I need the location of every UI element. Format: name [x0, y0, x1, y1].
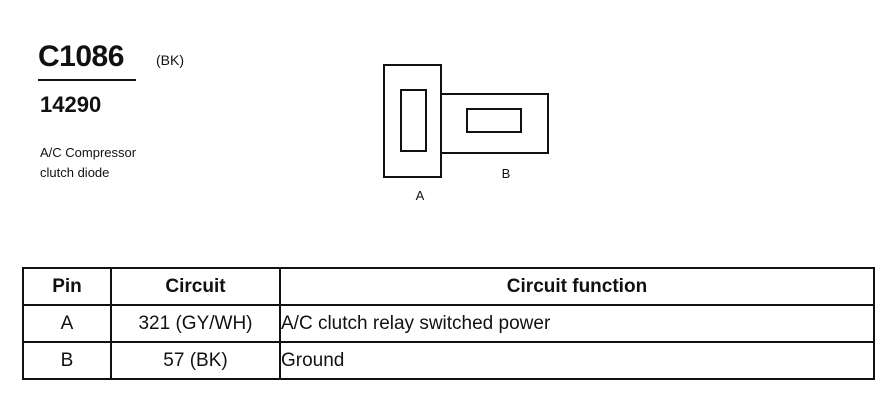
- row-circuit-function: A/C clutch relay switched power: [279, 304, 875, 343]
- part-number: 14290: [40, 92, 102, 117]
- description-line-1: A/C Compressor: [40, 145, 137, 160]
- description-line-2: clutch diode: [40, 165, 110, 180]
- row-circuit: 57 (BK): [110, 341, 281, 380]
- terminal-a-slot: [400, 89, 427, 152]
- row-circuit: 321 (GY/WH): [110, 304, 281, 343]
- header-circuit: Circuit: [110, 267, 281, 306]
- header-pin: Pin: [22, 267, 112, 306]
- table-row: A 321 (GY/WH) A/C clutch relay switched …: [22, 304, 875, 343]
- table-header-row: Pin Circuit Circuit function: [22, 267, 875, 306]
- terminal-b-slot: [466, 108, 522, 133]
- header-circuit-function: Circuit function: [279, 267, 875, 306]
- terminal-a-housing: [383, 64, 442, 178]
- row-circuit-function: Ground: [279, 341, 875, 380]
- row-pin: B: [22, 341, 112, 380]
- connector-id: C1086: [38, 40, 124, 73]
- pin-b-label: B: [502, 166, 511, 181]
- circuit-table: Pin Circuit Circuit function A 321 (GY/W…: [22, 267, 875, 380]
- connector-color-code: (BK): [156, 52, 184, 68]
- connector-description: A/C Compressor clutch diode: [40, 143, 200, 183]
- table-row: B 57 (BK) Ground: [22, 341, 875, 380]
- title-underline: [38, 79, 136, 81]
- terminal-b-housing: [441, 93, 549, 154]
- row-pin: A: [22, 304, 112, 343]
- pin-a-label: A: [416, 188, 425, 203]
